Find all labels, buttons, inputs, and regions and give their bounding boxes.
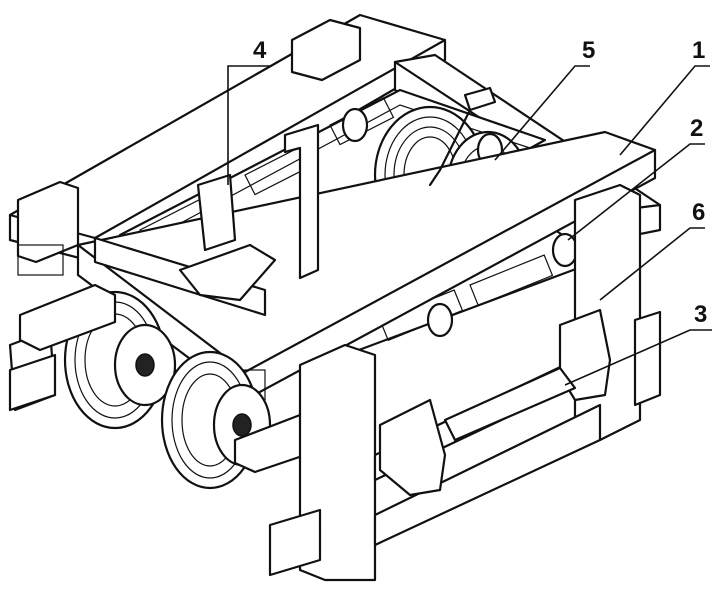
callout-5: 5 — [582, 37, 595, 64]
callout-2: 2 — [690, 115, 703, 142]
callout-6: 6 — [692, 199, 705, 226]
callout-3: 3 — [694, 301, 707, 328]
callout-1: 1 — [692, 37, 705, 64]
callout-4: 4 — [253, 37, 267, 64]
